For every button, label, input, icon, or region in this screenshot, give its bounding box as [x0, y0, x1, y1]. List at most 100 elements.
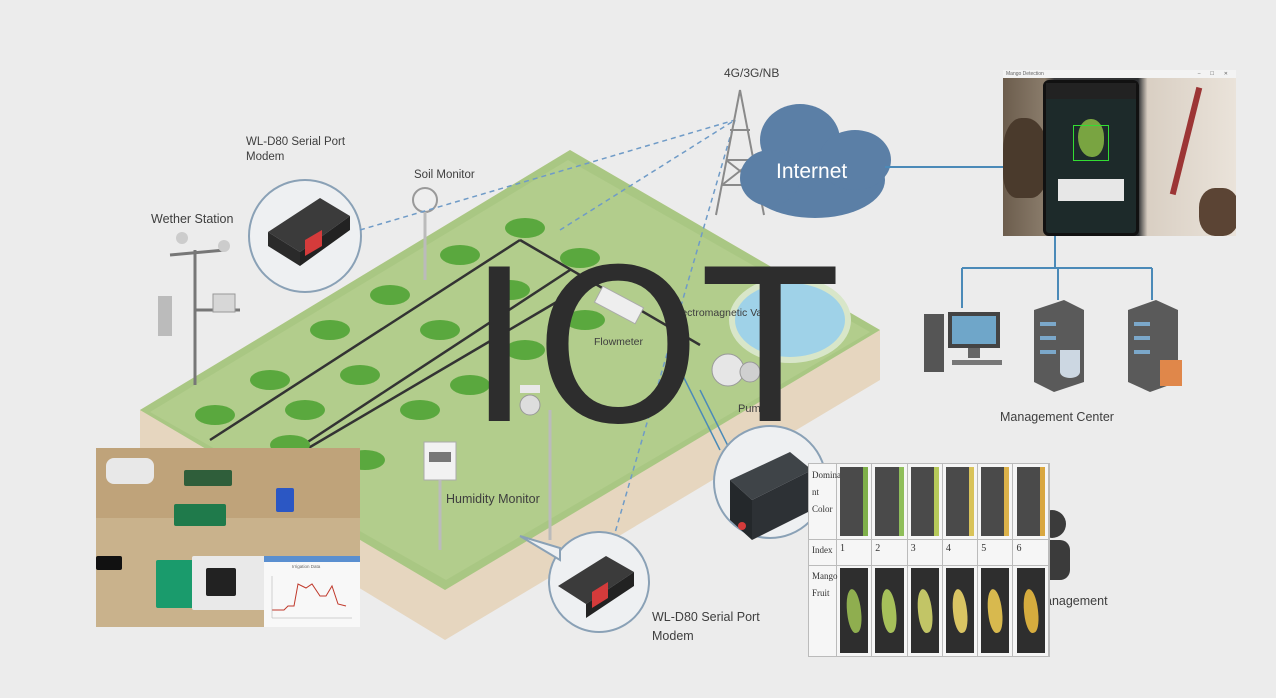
power-module — [156, 560, 196, 608]
humidity-monitor-label: Humidity Monitor — [446, 492, 540, 506]
mango-detection-photo: Mango Detection – ☐ ✕ — [1003, 70, 1236, 236]
humidity-monitor-icon — [423, 441, 457, 550]
lanyard — [1169, 86, 1203, 196]
row-header-index: Index — [809, 539, 837, 565]
fruit-photo — [981, 568, 1010, 653]
cable — [96, 556, 122, 570]
color-swatch — [875, 467, 904, 536]
camera-icon — [519, 385, 552, 540]
color-swatch — [840, 467, 869, 536]
sensor-line-plot — [271, 576, 352, 619]
mango-fruit-cell — [978, 565, 1014, 656]
index-cell: 3 — [908, 539, 943, 565]
network-label: 4G/3G/NB — [724, 66, 780, 80]
dominant-color-cell — [872, 464, 908, 539]
modem-bottom-label: WL-D80 Serial Port Modem — [652, 610, 760, 643]
management-partial-label: anagement — [1045, 594, 1108, 608]
fruit-photo — [840, 568, 869, 653]
mango-fruit-cell — [872, 565, 908, 656]
index-cell: 4 — [943, 539, 979, 565]
sensor-plot-title: Irrigation Data — [292, 564, 321, 569]
window-controls: – ☐ ✕ — [1197, 71, 1232, 77]
color-stripe — [969, 467, 975, 536]
weather-station-label: Wether Station — [151, 212, 234, 226]
row-header-color: Domina nt Color — [809, 464, 841, 539]
network-lines — [885, 166, 1153, 308]
result-panel — [1058, 179, 1124, 201]
color-swatch — [945, 467, 975, 536]
dominant-color-cell — [943, 464, 979, 539]
mango-icon — [844, 587, 864, 634]
mango-icon — [986, 587, 1005, 634]
color-swatch — [910, 467, 939, 536]
index-cell: 6 — [1014, 539, 1049, 565]
internet-label: Internet — [776, 160, 848, 183]
pond — [729, 277, 851, 363]
fruit-photo — [945, 568, 975, 653]
mango-icon — [950, 587, 970, 634]
dominant-color-row: Domina nt Color — [809, 464, 1049, 540]
firewall-server-icon — [1128, 300, 1182, 392]
water-pump — [106, 458, 154, 484]
modem-bubble-bottom — [519, 531, 650, 633]
weather-louver — [158, 296, 172, 336]
mango-fruit-cell — [837, 565, 873, 656]
row-header-fruit: Mango Fruit — [809, 565, 838, 656]
fruit-photo — [875, 568, 904, 653]
server-icon — [1034, 300, 1084, 392]
detection-box — [1073, 125, 1109, 161]
weather-box — [212, 293, 236, 313]
fruit-photo — [1016, 568, 1045, 653]
mango-fruit-cell — [1014, 565, 1049, 656]
dominant-color-cell — [978, 464, 1014, 539]
modem-top-label: WL-D80 Serial Port Modem — [246, 136, 346, 163]
color-stripe — [933, 467, 939, 536]
page-title: IOT — [468, 224, 839, 471]
valve-label: Electromagnetic Valve — [672, 307, 776, 319]
color-stripe — [1039, 467, 1045, 536]
internet-cloud-icon — [740, 104, 891, 218]
mango-icon — [880, 587, 899, 634]
mango-icon — [1021, 587, 1040, 634]
soil-monitor-icon — [412, 187, 438, 280]
index-cell: 5 — [978, 539, 1014, 565]
pump-label: Pump — [738, 403, 767, 415]
pump-icon — [711, 353, 761, 387]
mango-fruit-cell — [943, 565, 979, 656]
dominant-color-cell — [837, 464, 873, 539]
anemometer-icon — [176, 232, 188, 244]
index-cell: 1 — [837, 539, 873, 565]
mango-fruit-cell — [908, 565, 943, 656]
color-stripe — [898, 467, 904, 536]
management-center-label: Management Center — [1000, 410, 1114, 424]
color-stripe — [1004, 467, 1010, 536]
phone-screen — [1043, 80, 1139, 236]
sensor-data-screen: Irrigation Data — [264, 556, 360, 627]
sensor-hardware-photo: Irrigation Data — [96, 448, 360, 627]
gateway-bubble — [713, 425, 827, 540]
mango-icon — [915, 587, 934, 634]
soil-monitor-label: Soil Monitor — [414, 169, 475, 181]
wind-vane-icon — [218, 240, 230, 252]
relay-module — [174, 504, 226, 526]
wireless-links — [359, 119, 736, 551]
soil-sensor — [184, 470, 232, 486]
color-swatch — [1016, 467, 1045, 536]
hand — [1003, 118, 1049, 198]
microcontroller — [206, 568, 236, 596]
fruit-photo — [910, 568, 939, 653]
fruit-row: Mango Fruit — [809, 565, 1049, 656]
color-swatch — [981, 467, 1010, 536]
flowmeter-icon — [593, 285, 645, 325]
index-cell: 2 — [872, 539, 908, 565]
dominant-color-cell — [908, 464, 943, 539]
driver-board — [276, 488, 294, 512]
flowmeter-label: Flowmeter — [594, 336, 644, 348]
dominant-color-cell — [1014, 464, 1049, 539]
computer-icon — [924, 312, 1002, 372]
modem-bubble-top — [248, 179, 362, 293]
window-title: Mango Detection — [1003, 70, 1236, 78]
arm — [1199, 188, 1236, 236]
